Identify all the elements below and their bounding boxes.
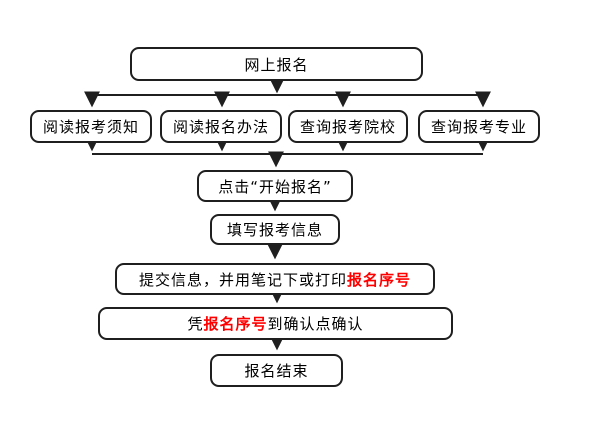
flow-node-submit-info: 提交信息，并用笔记下或打印报名序号 [115,263,435,295]
flow-node-label: 阅读报考须知 [42,118,139,136]
flow-node-label: 查询报考院校 [299,118,396,136]
flow-node-label-prefix: 凭 [187,315,204,333]
flow-node-label-suffix: 到确认点确认 [267,315,364,333]
flow-node-click-start-signup: 点击“开始报名” [197,170,353,202]
flow-node-online-registration: 网上报名 [130,47,423,81]
flow-node-label: 网上报名 [244,55,309,74]
flow-node-read-signup-method: 阅读报名办法 [160,110,282,143]
flow-node-query-institutions: 查询报考院校 [288,110,408,143]
flow-node-label: 查询报考专业 [430,118,527,136]
flow-node-query-majors: 查询报考专业 [418,110,540,143]
flow-node-fill-exam-info: 填写报考信息 [210,214,340,245]
flow-node-label: 阅读报名办法 [172,118,269,136]
flow-node-label-highlight: 报名序号 [203,315,268,333]
flow-node-confirm-at-site: 凭报名序号到确认点确认 [98,307,453,340]
flow-node-label: 填写报考信息 [226,221,323,239]
connector-top-bus [91,94,484,101]
flow-node-read-exam-notes: 阅读报考须知 [30,110,152,143]
flow-node-label: 点击“开始报名” [218,177,332,196]
flow-node-signup-finished: 报名结束 [210,354,343,387]
flow-node-label-prefix: 提交信息，并用笔记下或打印 [138,270,347,289]
flow-node-label: 报名结束 [244,362,309,380]
flow-node-label-highlight: 报名序号 [347,270,412,289]
